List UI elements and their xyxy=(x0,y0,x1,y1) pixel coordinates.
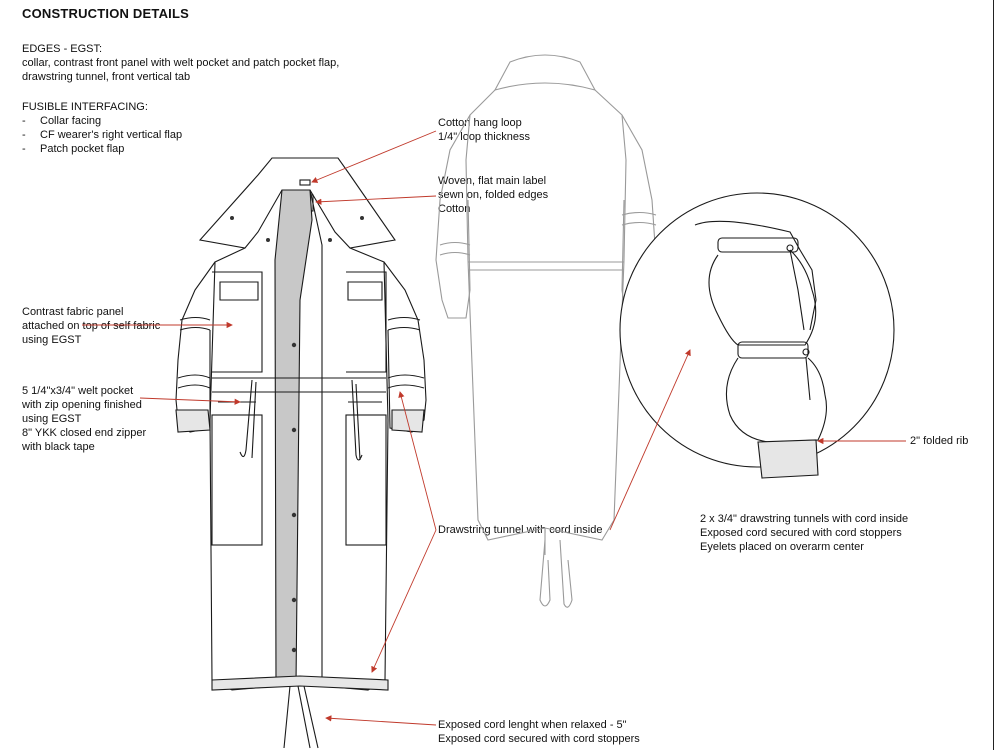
patch-pocket-left xyxy=(211,414,263,546)
page-title: CONSTRUCTION DETAILS xyxy=(22,6,189,21)
edges-heading: EDGES - EGST: xyxy=(22,43,103,55)
callout-line: with zip opening finished xyxy=(22,399,142,411)
contrast-panel-left xyxy=(212,271,263,373)
callout-line: using EGST xyxy=(22,334,82,346)
hang-loop xyxy=(299,179,311,186)
waist-cord-left xyxy=(239,379,257,459)
callout-line: with black tape xyxy=(22,441,95,453)
detail-drawstring-tunnel-1 xyxy=(717,237,799,253)
leader-drawstring-1 xyxy=(398,391,437,531)
detail-sleeve-upper xyxy=(694,220,817,331)
interfacing-item: Collar facing xyxy=(22,114,182,128)
callout-line: 2" folded rib xyxy=(910,435,969,447)
callout-line: 1/4" loop thickness xyxy=(438,131,530,143)
edges-line: collar, contrast front panel with welt p… xyxy=(22,57,340,69)
callout-line: Cotton xyxy=(438,203,471,215)
callout-line: Eyelets placed on overarm center xyxy=(700,541,864,553)
callout-drawstring: Drawstring tunnel with cord inside xyxy=(438,523,602,537)
edges-block: EDGES - EGST: collar, contrast front pan… xyxy=(22,42,339,84)
callout-line: 5 1/4"x3/4" welt pocket xyxy=(22,385,134,397)
callout-line: Woven, flat main label xyxy=(438,175,547,187)
back-collar xyxy=(493,54,597,91)
detail-circle xyxy=(619,192,895,468)
pocket-flap-left xyxy=(219,281,259,301)
edges-line: drawstring tunnel, front vertical tab xyxy=(22,71,191,83)
back-left-sleeve xyxy=(435,114,471,319)
sleeve-detail-view xyxy=(619,192,895,479)
front-snaps xyxy=(230,216,364,653)
left-cuff xyxy=(175,409,211,433)
callout-hang-loop: Cotton hang loop 1/4" loop thickness xyxy=(438,116,530,144)
callout-line: sewn on, folded edges xyxy=(438,189,549,201)
callout-line: attached on top of self fabric xyxy=(22,320,161,332)
waist-cord-right xyxy=(351,379,363,461)
interfacing-item: CF wearer's right vertical flap xyxy=(22,128,182,142)
callout-welt-pocket: 5 1/4"x3/4" welt pocket with zip opening… xyxy=(22,384,146,454)
contrast-panel-right xyxy=(346,271,387,373)
leader-drawstring-3 xyxy=(609,349,691,531)
leader-hem-cord xyxy=(325,715,437,726)
right-sleeve xyxy=(383,261,427,433)
hem-band xyxy=(211,675,389,691)
callout-rib: 2" folded rib xyxy=(910,434,968,448)
callout-leaders xyxy=(82,130,906,726)
interfacing-block: FUSIBLE INTERFACING: Collar facing CF we… xyxy=(22,100,182,156)
back-hem-cord xyxy=(539,539,573,608)
detail-sleeve-cord xyxy=(789,249,811,401)
interfacing-item: Patch pocket flap xyxy=(22,142,182,156)
callout-contrast-panel: Contrast fabric panel attached on top of… xyxy=(22,305,160,347)
callout-sleeve-tunnels: 2 x 3/4" drawstring tunnels with cord in… xyxy=(700,512,908,554)
callout-main-label: Woven, flat main label sewn on, folded e… xyxy=(438,174,548,216)
left-sleeve xyxy=(175,261,216,433)
callout-line: using EGST xyxy=(22,413,82,425)
callout-line: Exposed cord secured with cord stoppers xyxy=(438,733,640,745)
hem-cord xyxy=(283,685,319,749)
center-placket xyxy=(274,189,313,685)
callout-line: 2 x 3/4" drawstring tunnels with cord in… xyxy=(700,513,909,525)
callout-line: Exposed cord lenght when relaxed - 5" xyxy=(438,719,627,731)
interfacing-heading: FUSIBLE INTERFACING: xyxy=(22,101,148,113)
callout-line: Contrast fabric panel xyxy=(22,306,124,318)
leader-hang-loop xyxy=(311,130,437,183)
interfacing-list: Collar facing CF wearer's right vertical… xyxy=(22,114,182,156)
detail-rib-cuff xyxy=(757,439,819,479)
leader-drawstring-2 xyxy=(371,529,437,673)
callout-line: Drawstring tunnel with cord inside xyxy=(438,524,603,536)
callout-line: Cotton hang loop xyxy=(438,117,522,129)
callout-line: 8" YKK closed end zipper xyxy=(22,427,147,439)
leader-welt-pocket xyxy=(139,397,241,405)
leader-main-label xyxy=(315,195,437,205)
back-sleeve-tunnel xyxy=(439,211,657,256)
page-border xyxy=(993,0,994,750)
pocket-flap-right xyxy=(347,281,383,301)
callout-line: Exposed cord secured with cord stoppers xyxy=(700,527,902,539)
back-body xyxy=(465,89,627,541)
front-view-sketch xyxy=(175,157,427,749)
patch-pocket-right xyxy=(345,414,387,546)
callout-hem-cord: Exposed cord lenght when relaxed - 5" Ex… xyxy=(438,718,640,746)
